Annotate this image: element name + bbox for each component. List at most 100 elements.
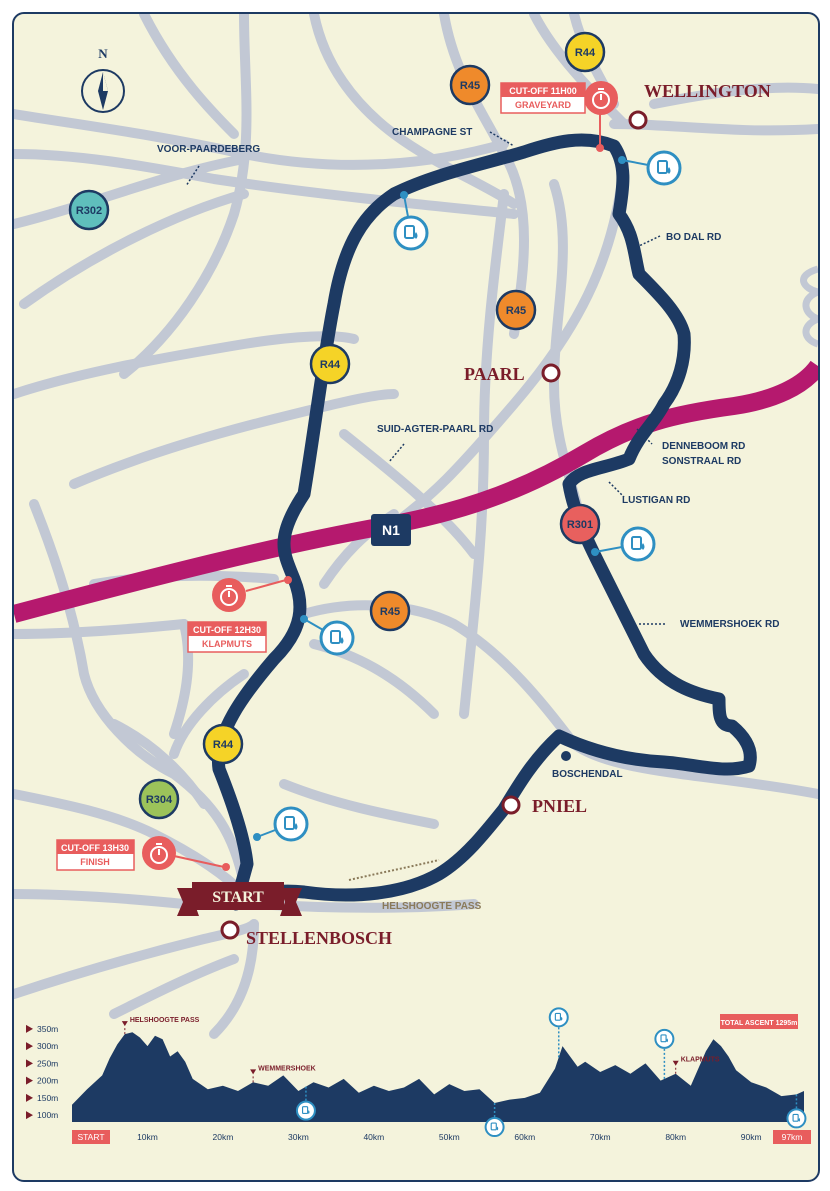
route-map: N CHAMPAGNE ST VOOR-PAARDEBERG BO DAL RD…	[14, 14, 818, 1144]
svg-text:GRAVEYARD: GRAVEYARD	[515, 100, 572, 110]
road-label-helshoogte: HELSHOOGTE PASS	[382, 901, 482, 912]
y-tick: 150m	[26, 1093, 58, 1103]
road	[14, 149, 519, 219]
profile-water-stations	[295, 1007, 807, 1138]
y-tick-label: 350m	[37, 1024, 58, 1034]
y-tick: 200m	[26, 1076, 58, 1086]
y-tick-label: 250m	[37, 1058, 58, 1068]
annotation-marker	[672, 1060, 679, 1066]
water-station-icon	[786, 1108, 807, 1129]
svg-text:CUT-OFF 12H30: CUT-OFF 12H30	[193, 625, 261, 635]
elevation-profile: 350m 300m 250m 200m 150m 100m HELSHOOGTE PASS…	[26, 1007, 811, 1144]
y-tick: 350m	[26, 1024, 58, 1034]
road	[14, 331, 359, 399]
y-tick-label: 100m	[37, 1110, 58, 1120]
y-tick-label: 200m	[37, 1076, 58, 1086]
town-wellington: WELLINGTON	[628, 81, 771, 130]
shield-r304: R304	[138, 778, 180, 820]
water-station-icon	[295, 1100, 316, 1121]
svg-text:R44: R44	[213, 739, 234, 751]
y-tick-marker	[26, 1024, 33, 1033]
profile-water-station	[654, 1028, 675, 1079]
x-tick-label: 60km	[514, 1132, 535, 1142]
water-station-dot	[591, 548, 599, 556]
shield-r44-low: R44	[202, 723, 244, 765]
water-station-dot	[618, 156, 626, 164]
profile-annotation: WEMMERSHOEK	[250, 1065, 316, 1083]
road	[339, 429, 479, 559]
profile-water-station	[295, 1086, 316, 1121]
stopwatch-icon	[212, 578, 246, 612]
road-label-bo-dal: BO DAL RD	[666, 232, 721, 243]
svg-text:STELLENBOSCH: STELLENBOSCH	[246, 928, 392, 948]
elevation-area	[72, 1032, 804, 1122]
shield-r44-left: R44	[309, 343, 351, 385]
road	[109, 954, 239, 1019]
water-station-icon	[646, 150, 682, 186]
road-label-leaders	[185, 131, 666, 625]
svg-text:PNIEL: PNIEL	[532, 796, 587, 816]
compass-icon	[81, 69, 125, 113]
water-station-icon	[393, 215, 429, 251]
svg-text:START: START	[212, 889, 264, 906]
profile-water-station	[786, 1094, 807, 1129]
x-tick-label: 70km	[590, 1132, 611, 1142]
y-tick-marker	[26, 1093, 33, 1102]
road	[529, 14, 629, 129]
svg-text:PAARL: PAARL	[464, 364, 525, 384]
road	[14, 919, 259, 999]
svg-text:CUT-OFF 13H30: CUT-OFF 13H30	[61, 843, 129, 853]
road	[69, 389, 399, 489]
svg-text:KLAPMUTS: KLAPMUTS	[202, 639, 252, 649]
road	[309, 14, 519, 209]
x-tick-label: 97km	[782, 1132, 803, 1142]
profile-water-station	[548, 1007, 569, 1058]
stopwatch-icon	[584, 81, 618, 115]
x-tick-label: 80km	[665, 1132, 686, 1142]
shield-r45-top: R45	[449, 64, 491, 106]
svg-text:R44: R44	[575, 47, 596, 59]
map-water-stations	[253, 150, 682, 842]
road	[14, 154, 249, 229]
cutoff-graveyard: CUT-OFF 11H00 GRAVEYARD	[500, 81, 618, 152]
annotation-label: WEMMERSHOEK	[258, 1065, 316, 1072]
x-tick-start: START	[72, 1130, 110, 1144]
annotation-label: KLAPMUTS	[681, 1057, 720, 1064]
road	[14, 889, 189, 909]
annotation-label: HELSHOOGTE PASS	[130, 1017, 200, 1024]
water-station-dot	[253, 833, 261, 841]
road	[14, 789, 249, 899]
road	[209, 919, 259, 1039]
town-pniel: PNIEL	[501, 795, 587, 816]
road	[169, 669, 249, 759]
annotation-marker	[250, 1069, 257, 1075]
water-station-icon	[548, 1007, 569, 1028]
y-tick-marker	[26, 1042, 33, 1051]
shield-r45-mid: R45	[495, 289, 537, 331]
water-station-dot	[300, 615, 308, 623]
total-ascent-badge: TOTAL ASCENT 1295m	[720, 1014, 798, 1029]
road	[119, 14, 252, 379]
shield-r301: R301	[559, 503, 601, 545]
profile-annotation: KLAPMUTS	[672, 1057, 720, 1074]
x-tick-label: 30km	[288, 1132, 309, 1142]
y-tick-label: 150m	[37, 1093, 58, 1103]
svg-text:N1: N1	[382, 522, 400, 538]
town-paarl: PAARL	[464, 363, 561, 384]
helshoogte-pass-marking	[348, 859, 440, 881]
road-label-lustigan: LUSTIGAN RD	[622, 495, 690, 506]
svg-text:R45: R45	[506, 305, 526, 317]
road-label-wemmershoek: WEMMERSHOEK RD	[680, 619, 779, 630]
road	[169, 619, 194, 739]
race-route	[211, 133, 757, 911]
svg-text:WELLINGTON: WELLINGTON	[644, 81, 771, 101]
svg-text:R304: R304	[146, 794, 173, 806]
road	[109, 719, 209, 809]
y-tick: 300m	[26, 1041, 58, 1051]
compass-letter: N	[98, 46, 108, 61]
road	[139, 14, 239, 139]
y-tick-marker	[26, 1076, 33, 1085]
road-label-denneboom: DENNEBOOM RD	[662, 441, 745, 452]
x-tick-label: 20km	[213, 1132, 234, 1142]
